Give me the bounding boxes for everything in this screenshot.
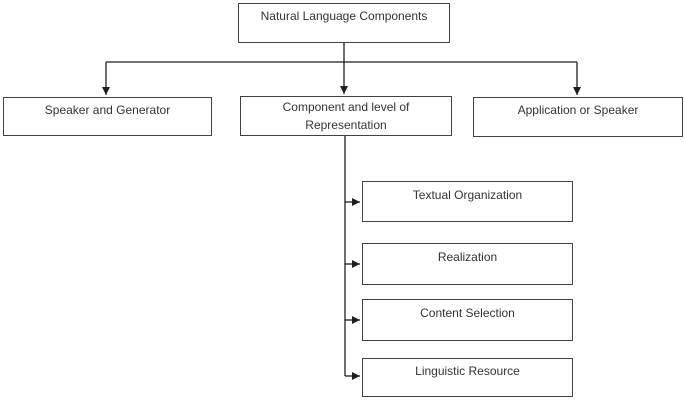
- node-linguistic-resource: Linguistic Resource: [362, 358, 573, 397]
- node-speaker-and-generator: Speaker and Generator: [3, 97, 212, 136]
- node-content-selection: Content Selection: [362, 299, 573, 341]
- node-natural-language-components: Natural Language Components: [238, 3, 450, 43]
- node-component-and-level-of-representation: Component and level of Representation: [240, 96, 452, 136]
- node-application-or-speaker: Application or Speaker: [473, 97, 683, 137]
- node-textual-organization: Textual Organization: [362, 181, 573, 222]
- node-realization: Realization: [362, 243, 573, 285]
